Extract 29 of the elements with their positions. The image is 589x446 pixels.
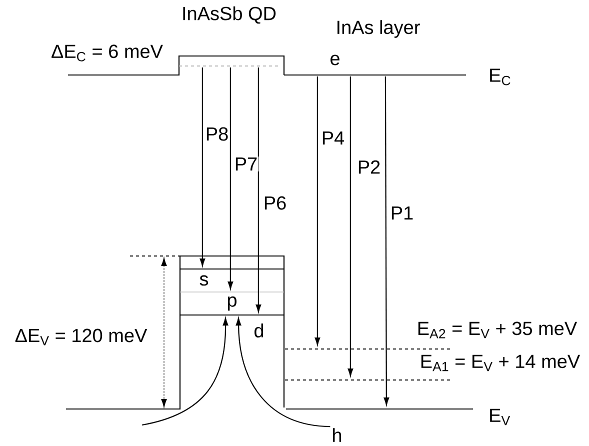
band-edge [286, 408, 473, 410]
energy-level: s [200, 275, 208, 286]
text-label: ΔE$_{V}$ = 120 meV [15, 328, 148, 346]
hole-arrow [236, 318, 330, 428]
energy-level: d [254, 324, 264, 338]
transition-arrow [256, 68, 262, 312]
hole-arrow [142, 318, 228, 426]
text-label: e [330, 54, 340, 66]
edge-label: P4 [320, 130, 346, 146]
text-label: InAsSb QD [183, 6, 276, 24]
text-label: ΔE$_{C}$ = 6 meV [52, 44, 163, 62]
level-label: E$_{A1}$ = E$_{V}$ + 14 meV [421, 354, 580, 372]
carrier-label: h [333, 428, 342, 442]
edge-label: P1 [389, 205, 415, 221]
text-label: InAs layer [338, 20, 420, 38]
edge-label: P8 [204, 126, 230, 142]
band-edge [284, 74, 466, 76]
transition-arrow [314, 76, 320, 346]
energy-level: p [228, 296, 236, 311]
level-label: E$_{V}$ [490, 408, 510, 426]
edge-label: P2 [356, 159, 382, 175]
transition-arrow [348, 76, 354, 376]
transition-arrow [200, 68, 206, 266]
level-label: E$_{C}$ [490, 68, 510, 86]
edge-label: P7 [233, 156, 259, 172]
edge-label: P6 [262, 195, 288, 211]
transition-arrow [228, 68, 234, 290]
level-label: E$_{A2}$ = E$_{V}$ + 35 meV [418, 322, 578, 338]
transition-arrow [384, 76, 390, 406]
